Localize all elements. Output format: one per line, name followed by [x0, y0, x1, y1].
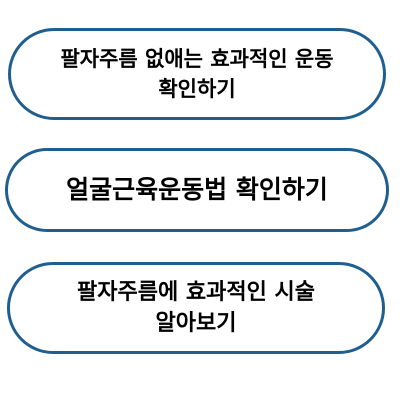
facial-muscle-exercise-button[interactable]: 얼굴근육운동법 확인하기: [5, 148, 389, 232]
nasolabial-procedure-button-label: 팔자주름에 효과적인 시술 알아보기: [77, 280, 315, 336]
nasolabial-exercise-button-label: 팔자주름 없애는 효과적인 운동 확인하기: [60, 47, 334, 101]
facial-muscle-exercise-button-label: 얼굴근육운동법 확인하기: [66, 175, 328, 204]
nasolabial-procedure-button[interactable]: 팔자주름에 효과적인 시술 알아보기: [7, 262, 385, 354]
nasolabial-exercise-button[interactable]: 팔자주름 없애는 효과적인 운동 확인하기: [8, 28, 386, 120]
